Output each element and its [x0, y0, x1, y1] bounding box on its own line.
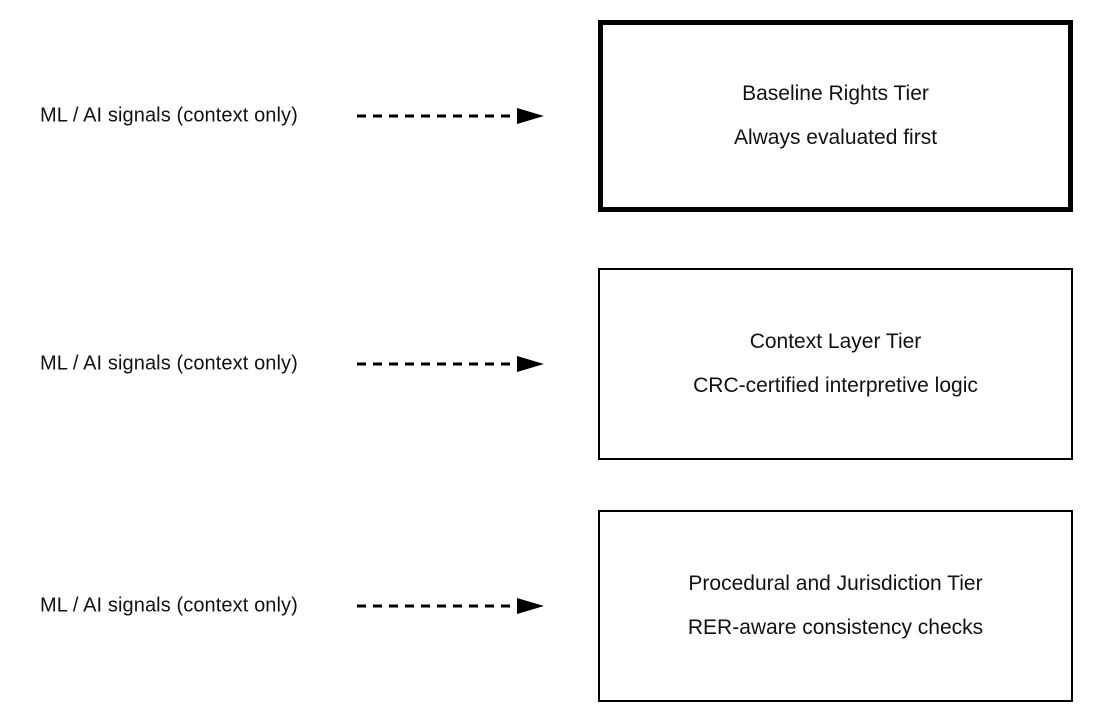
tier-box-baseline-rights: Baseline Rights Tier Always evaluated fi… [598, 20, 1073, 212]
tier-box-procedural-jurisdiction: Procedural and Jurisdiction Tier RER-awa… [598, 510, 1073, 702]
dashed-arrow-icon [357, 356, 544, 372]
dashed-arrow-icon [357, 108, 544, 124]
tier-row-context-layer: ML / AI signals (context only) Context L… [0, 268, 1101, 460]
signal-source-label: ML / AI signals (context only) [40, 352, 298, 375]
tier-subtitle: RER-aware consistency checks [687, 615, 984, 639]
tier-subtitle: CRC-certified interpretive logic [693, 373, 978, 397]
tier-title: Context Layer Tier [749, 330, 922, 354]
tier-title: Baseline Rights Tier [742, 82, 929, 106]
tier-row-procedural-jurisdiction: ML / AI signals (context only) Procedura… [0, 510, 1101, 702]
tier-box-context-layer: Context Layer Tier CRC-certified interpr… [598, 268, 1073, 460]
signal-source-label: ML / AI signals (context only) [40, 594, 298, 617]
tier-row-baseline-rights: ML / AI signals (context only) Baseline … [0, 20, 1101, 212]
signal-source-label: ML / AI signals (context only) [40, 104, 298, 127]
dashed-arrow-icon [357, 598, 544, 614]
tier-title: Procedural and Jurisdiction Tier [688, 572, 983, 596]
tier-subtitle: Always evaluated first [733, 125, 938, 149]
